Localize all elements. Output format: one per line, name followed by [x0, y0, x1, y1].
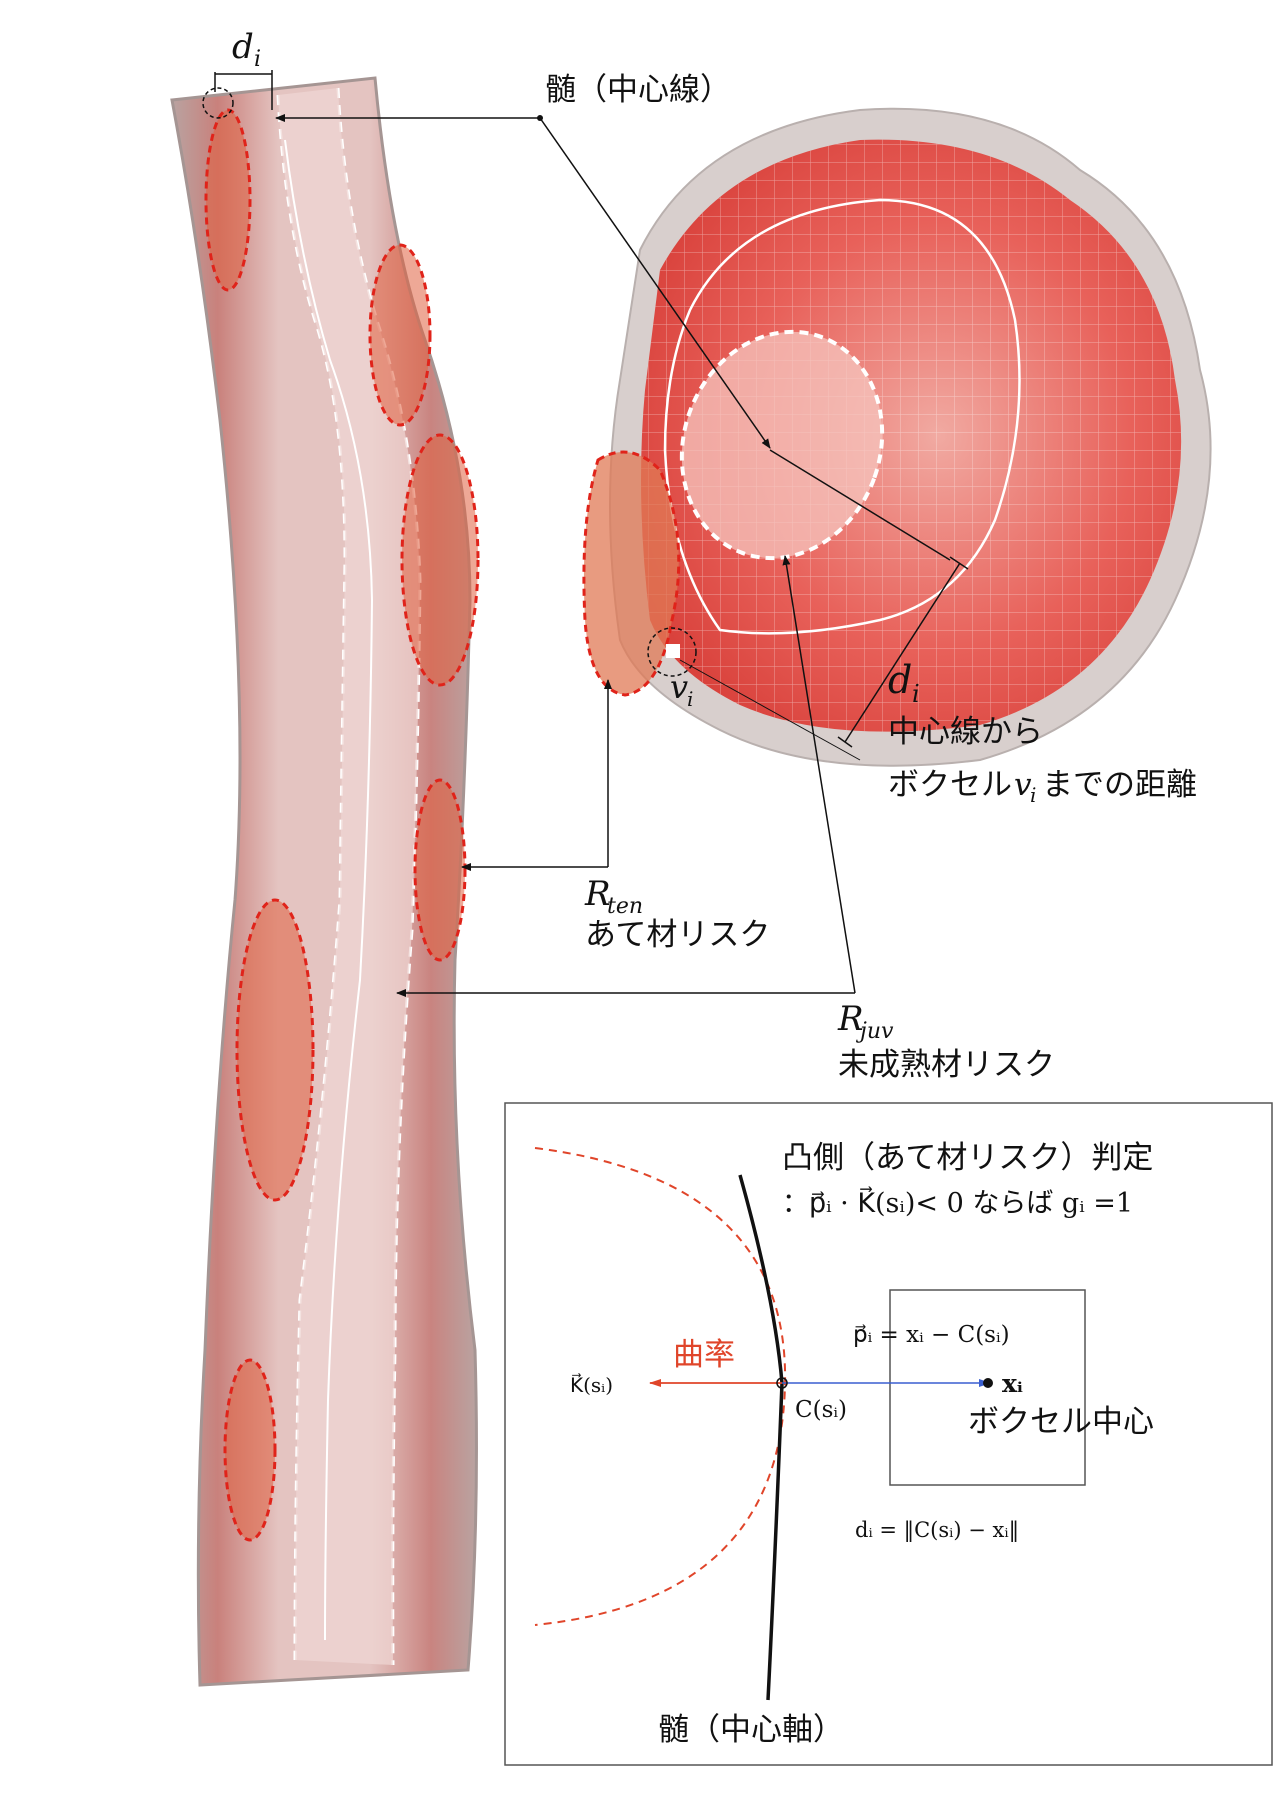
cross-section-illustration: v i d i 中心線から ボクセル v i までの距離 [582, 107, 1212, 807]
pith-centerline-label: 髄（中心線） [545, 72, 731, 108]
r-ten-desc: あて材リスク [585, 917, 770, 953]
risk-ellipse [400, 433, 480, 687]
risk-regions [204, 108, 480, 1542]
x-label: xᵢ [1002, 1369, 1023, 1398]
distance-line2a: ボクセル [888, 767, 1012, 803]
risk-ellipse [368, 243, 432, 427]
d-i-label: d [888, 658, 912, 702]
cross-section-grid [641, 139, 1182, 732]
C-point [776, 1377, 788, 1389]
d-i-sub: i [912, 680, 920, 708]
juvenile-core [679, 329, 885, 561]
d-top-circle [202, 87, 234, 119]
voxel-leader [679, 659, 861, 761]
voxel-box [889, 1289, 1086, 1486]
risk-ellipse [223, 1358, 277, 1542]
r-ten-symbol: R [584, 874, 611, 914]
curvature-label: 曲率 [673, 1337, 735, 1373]
pith-arrow-to-cross [539, 117, 771, 449]
r-juv-sub: juv [855, 1019, 894, 1044]
d-top-sub: i [254, 47, 261, 72]
log-core-fill [278, 88, 420, 1665]
d-equation: dᵢ = ‖C(sᵢ) − xᵢ‖ [855, 1518, 1019, 1543]
osculating-circle [534, 1147, 787, 1626]
voxel-center-label: ボクセル中心 [968, 1404, 1154, 1440]
p-equation: p⃗ᵢ = xᵢ − C(sᵢ) [853, 1322, 1010, 1348]
r-juv-arrow-up [782, 555, 856, 994]
inset-condition: ：p⃗ᵢ · K⃗(sᵢ)< 0 ならば gᵢ =1 [782, 1186, 1133, 1219]
C-label: C(sᵢ) [795, 1397, 847, 1423]
d-dim-tick-bottom [837, 736, 853, 748]
risk-ellipse [235, 898, 315, 1202]
voxel-square [666, 644, 680, 658]
d-dim-line [844, 562, 961, 743]
annotations: 髄（中心線） R ten あて材リスク R juv 未成熟材リスク [275, 72, 1055, 1083]
distance-line2-v: v [1014, 767, 1032, 803]
risk-ellipse [413, 778, 467, 962]
inset-title: 凸側（あて材リスク）判定 [782, 1140, 1153, 1176]
v-i-label: v [670, 668, 688, 706]
d-dim-tick-top [949, 556, 969, 570]
v-i-sub: i [687, 687, 693, 711]
voxel-circle [647, 627, 697, 677]
inset-frame [504, 1102, 1273, 1766]
pith-axis-curve [738, 1174, 784, 1701]
log-illustration: d i [170, 27, 480, 1687]
x-point [983, 1378, 993, 1388]
pith-axis-label: 髄（中心軸） [658, 1712, 844, 1748]
log-pith-line [284, 139, 374, 1641]
risk-ellipse [204, 108, 252, 292]
distance-line1: 中心線から [888, 714, 1043, 750]
K-label: K⃗(sᵢ) [570, 1372, 613, 1397]
r-juv-desc: 未成熟材リスク [838, 1047, 1055, 1083]
d-top-label: d [232, 27, 254, 67]
distance-line2-sub: i [1030, 783, 1036, 807]
convexity-inset: 凸側（あて材リスク）判定 ：p⃗ᵢ · K⃗(sᵢ)< 0 ならば gᵢ =1 … [504, 1102, 1273, 1766]
r-ten-sub: ten [607, 894, 643, 919]
cross-section-inner-outline [663, 198, 1021, 635]
radius-line [769, 449, 951, 561]
r-juv-symbol: R [837, 999, 864, 1039]
distance-line2b: までの距離 [1042, 767, 1197, 803]
